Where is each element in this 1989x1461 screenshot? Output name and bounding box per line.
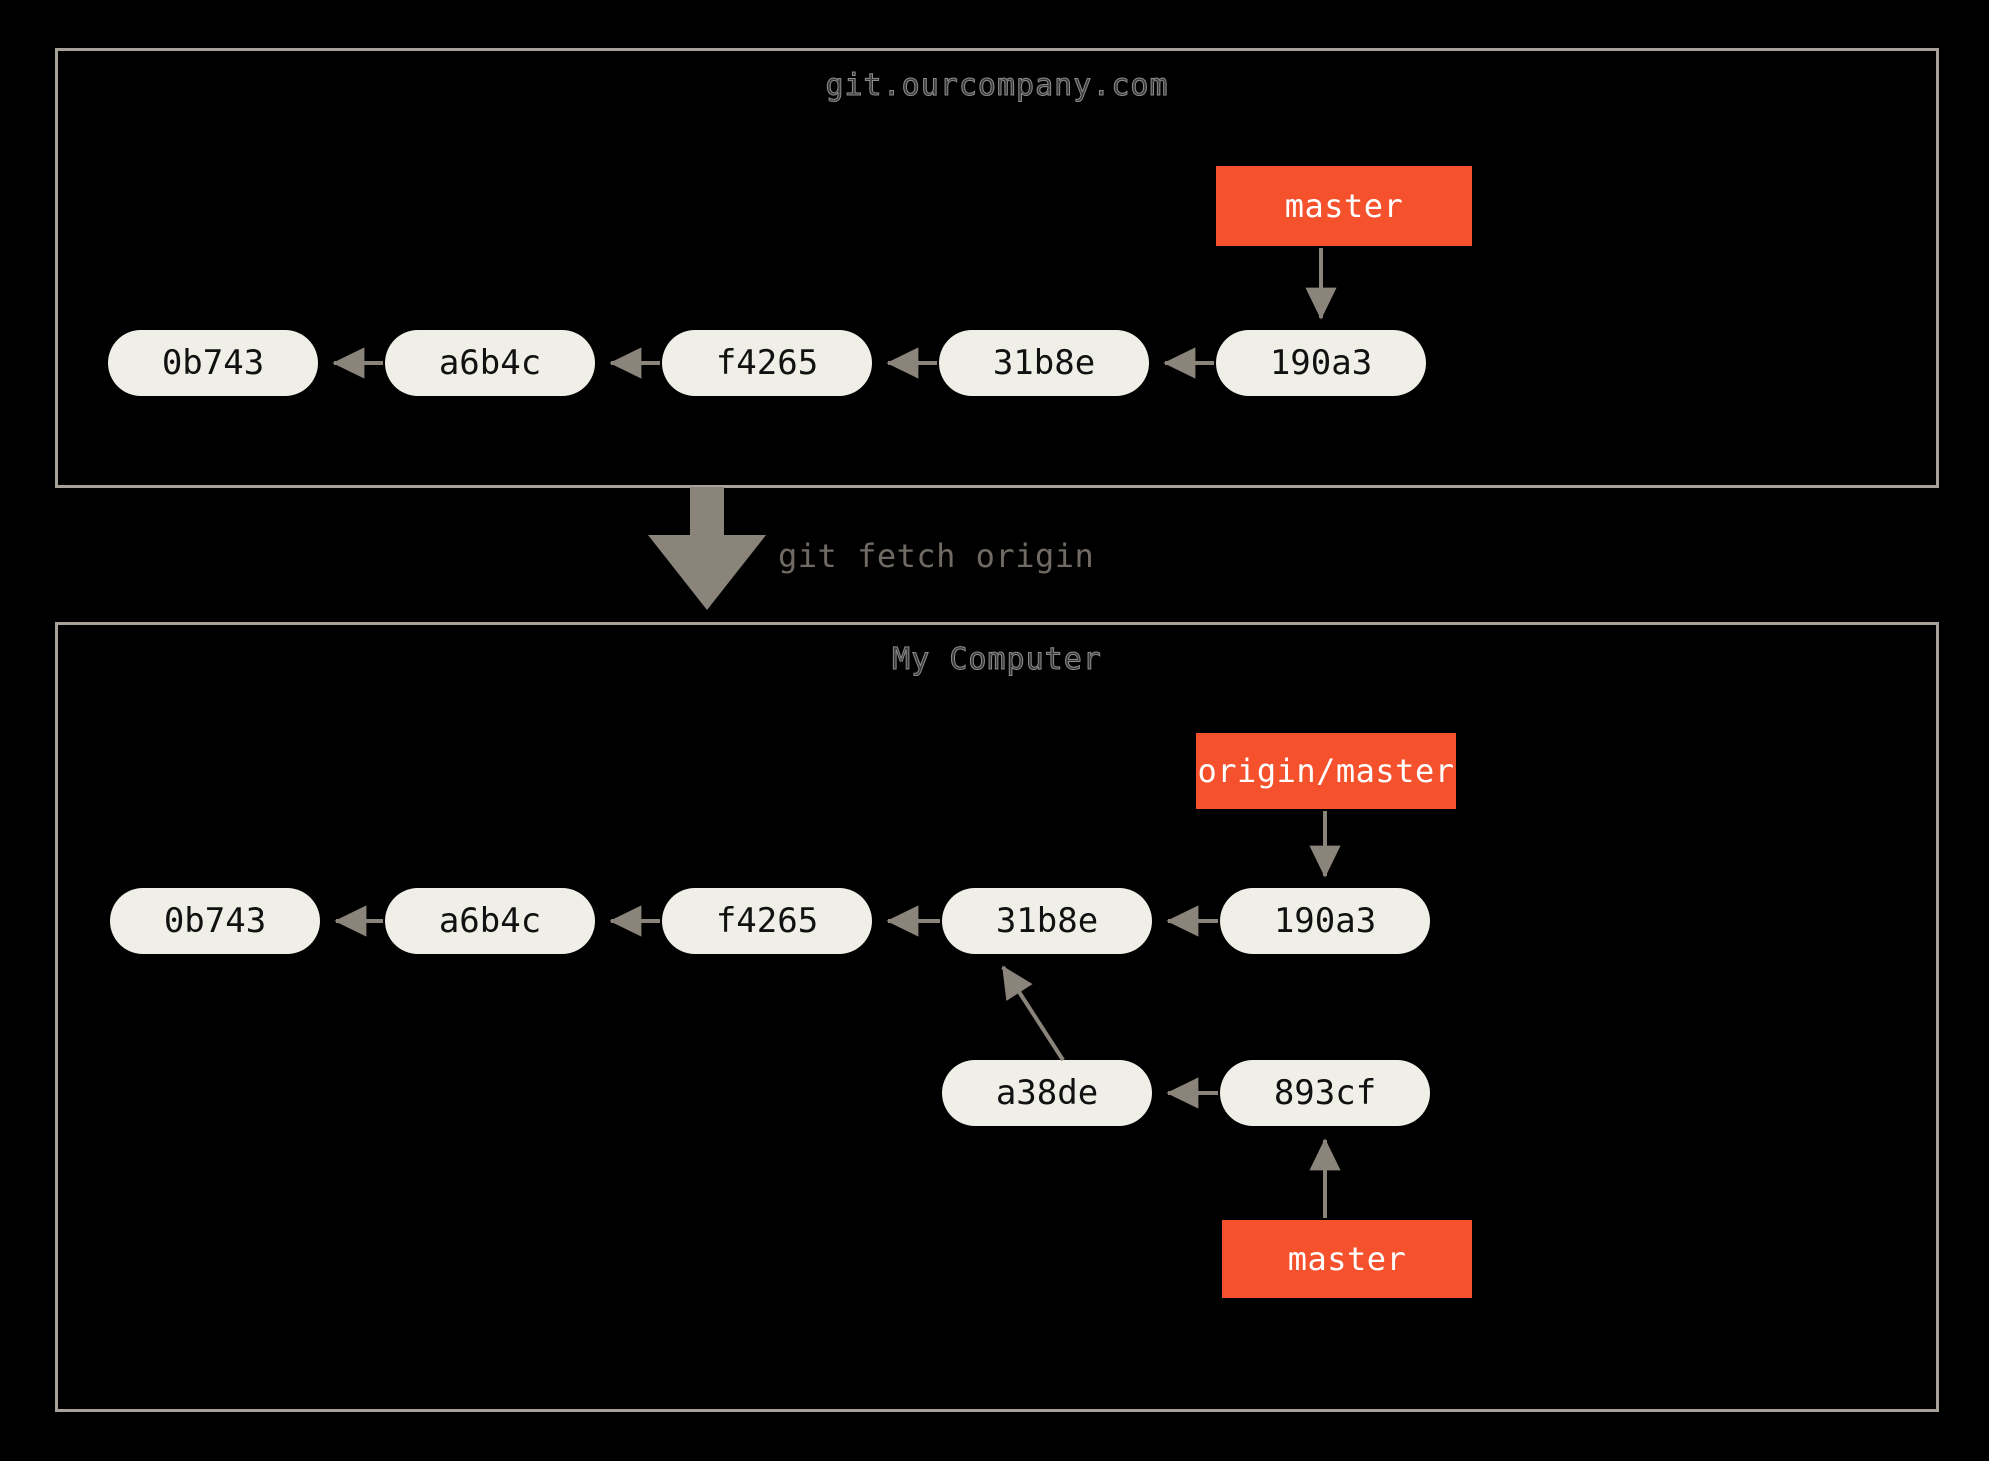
commit-node-f4265-server[interactable]: f4265 [662,330,872,396]
branch-label-master-server[interactable]: master [1216,166,1472,246]
commit-node-31b8e-server[interactable]: 31b8e [939,330,1149,396]
commit-node-0b743-server[interactable]: 0b743 [108,330,318,396]
zone-local-title: My Computer [892,642,1102,678]
branch-label-origin-master-local[interactable]: origin/master [1196,733,1456,809]
commit-node-a6b4c-local[interactable]: a6b4c [385,888,595,954]
fetch-arrow [648,487,766,610]
commit-node-190a3-local[interactable]: 190a3 [1220,888,1430,954]
branch-label-master-local[interactable]: master [1222,1220,1472,1298]
commit-node-f4265-local[interactable]: f4265 [662,888,872,954]
zone-local: My Computer [55,622,1939,1412]
commit-node-31b8e-local[interactable]: 31b8e [942,888,1152,954]
commit-node-0b743-local[interactable]: 0b743 [110,888,320,954]
zone-server: git.ourcompany.com [55,48,1939,488]
commit-node-190a3-server[interactable]: 190a3 [1216,330,1426,396]
commit-node-893cf-local[interactable]: 893cf [1220,1060,1430,1126]
fetch-command-caption: git fetch origin [778,537,1095,575]
zone-server-title: git.ourcompany.com [825,68,1169,104]
commit-node-a6b4c-server[interactable]: a6b4c [385,330,595,396]
commit-node-a38de-local[interactable]: a38de [942,1060,1152,1126]
